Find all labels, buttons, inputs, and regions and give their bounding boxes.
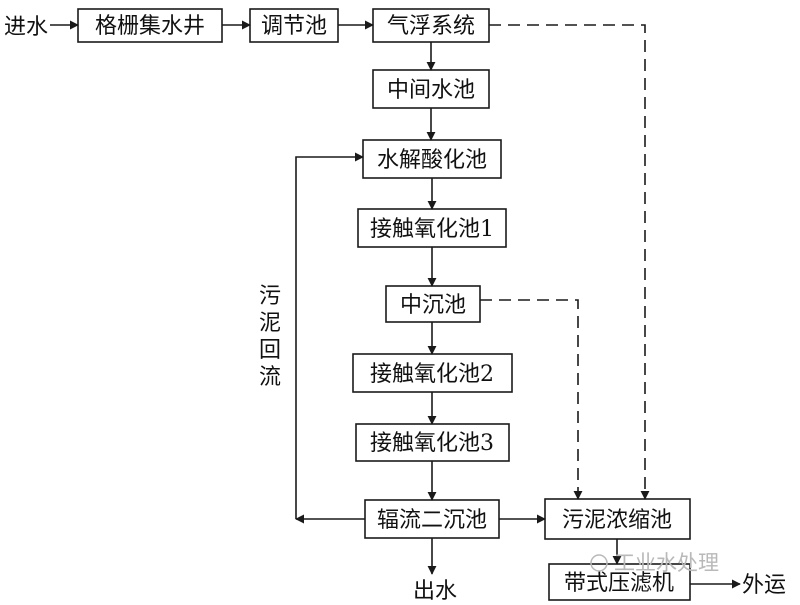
node-hydrolysis-tank: 水解酸化池 [362,139,502,179]
watermark: 工业水处理 [590,551,719,575]
svg-text:水解酸化池: 水解酸化池 [377,148,487,173]
node-intermediate-tank: 中间水池 [372,69,490,109]
svg-text:调节池: 调节池 [261,14,327,39]
watermark-text: 工业水处理 [614,551,719,575]
inlet-label: 进水 [4,15,48,40]
svg-text:中间水池: 中间水池 [387,78,475,103]
node-mid-settling-tank: 中沉池 [385,285,481,323]
node-radial-clarifier: 辐流二沉池 [364,499,500,539]
svg-text:格栅集水井: 格栅集水井 [95,14,205,39]
node-screen-well: 格栅集水井 [77,8,223,43]
node-contact-oxidation-1: 接触氧化池1 [357,208,507,248]
svg-text:气浮系统: 气浮系统 [387,14,475,39]
svg-text:回: 回 [259,338,281,363]
svg-text:带式压滤机: 带式压滤机 [564,571,674,596]
node-equalization-tank: 调节池 [249,8,339,43]
svg-text:中沉池: 中沉池 [400,293,466,318]
node-sludge-thickener: 污泥浓缩池 [544,498,691,540]
node-flotation-system: 气浮系统 [372,8,490,43]
outlet-transport-label: 外运 [742,573,786,598]
svg-text:接触氧化池1: 接触氧化池1 [370,217,494,242]
outlet-water-label: 出水 [413,579,457,604]
svg-text:泥: 泥 [259,311,281,336]
watermark-icon [590,554,608,572]
node-belt-filter-press: 带式压滤机 [548,563,691,601]
sludge-return-line [295,152,365,524]
node-contact-oxidation-3: 接触氧化池3 [355,423,510,462]
node-contact-oxidation-2: 接触氧化池2 [352,353,513,393]
svg-text:污: 污 [259,284,281,309]
svg-text:接触氧化池3: 接触氧化池3 [370,431,494,456]
main-flow-lines [50,20,741,589]
svg-text:污泥浓缩池: 污泥浓缩池 [562,508,672,533]
sludge-return-label: 污 泥 回 流 [259,284,281,390]
sludge-dashed-lines [480,24,650,500]
arrow-mid-settling-sludge-to-thickener [480,299,583,500]
arrow-flotation-sludge-to-thickener [489,24,650,500]
arrow-return-to-hydrolysis [295,152,364,519]
svg-text:流: 流 [259,365,281,390]
svg-text:辐流二沉池: 辐流二沉池 [377,508,487,533]
svg-text:接触氧化池2: 接触氧化池2 [370,362,494,387]
